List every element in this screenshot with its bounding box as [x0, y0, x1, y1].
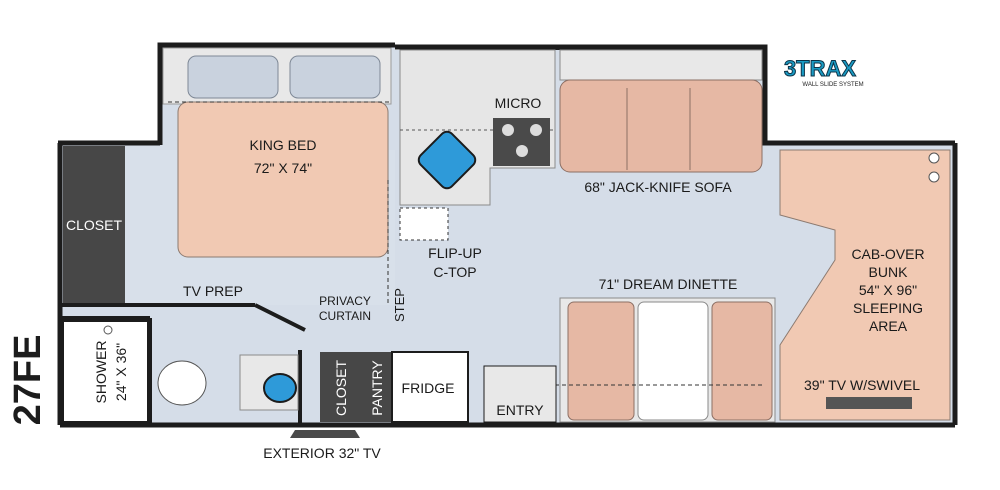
exterior-tv — [290, 430, 360, 438]
sofa-frame — [559, 49, 763, 81]
fridge — [391, 351, 469, 423]
tv-swivel — [826, 397, 912, 409]
exterior-tv-label: EXTERIOR 32" TV — [263, 445, 381, 461]
toilet-icon — [157, 360, 207, 406]
privacy-label: PRIVACY — [319, 294, 371, 308]
logo-text: 3TRAX — [784, 56, 856, 81]
micro-label: MICRO — [495, 95, 542, 111]
king-bed-size: 72" X 74" — [254, 160, 312, 176]
bunk-light-icon — [928, 171, 940, 183]
3trax-logo: 3TRAX WALL SLIDE SYSTEM — [783, 56, 863, 89]
king-bed-label: KING BED — [250, 137, 317, 153]
king-bed — [177, 101, 389, 258]
area-label: AREA — [869, 318, 908, 334]
burner-icon — [516, 145, 528, 157]
closet-mid — [320, 352, 362, 422]
bedroom-partition — [60, 303, 306, 425]
fridge-label: FRIDGE — [402, 380, 455, 396]
sofa-label: 68" JACK-KNIFE SOFA — [584, 179, 732, 195]
pantry — [362, 352, 392, 422]
entry-step — [483, 365, 557, 423]
shower-size: 24" X 36" — [113, 343, 129, 401]
closet-mid-label: CLOSET — [333, 360, 349, 416]
curtain-label: CURTAIN — [319, 309, 371, 323]
shower-drain-icon — [103, 325, 113, 335]
c-top-label: C-TOP — [433, 264, 476, 280]
sleeping-label: SLEEPING — [853, 300, 923, 316]
burner-icon — [502, 124, 514, 136]
flip-up-label: FLIP-UP — [428, 245, 482, 261]
tv-swivel-label: 39" TV W/SWIVEL — [804, 377, 920, 393]
dinette-seat-right — [711, 301, 773, 421]
outer-walls — [57, 42, 958, 428]
bunk-light-icon — [928, 152, 940, 164]
cab-over-bunk — [779, 149, 951, 421]
burner-icon — [530, 124, 542, 136]
entry-label: ENTRY — [496, 402, 544, 418]
cab-over-label: CAB-OVER — [851, 246, 924, 262]
shower — [62, 320, 149, 423]
jack-knife-sofa — [559, 79, 763, 173]
dinette-seat-left — [567, 301, 635, 421]
flip-up-c-top — [399, 207, 449, 241]
step-label: STEP — [392, 288, 407, 322]
shower-label: SHOWER — [93, 341, 109, 404]
pillow-left — [187, 55, 279, 99]
bunk-size: 54" X 96" — [859, 282, 917, 298]
closet-left-label: CLOSET — [66, 217, 122, 233]
dinette-label: 71" DREAM DINETTE — [599, 276, 738, 292]
tv-prep-label: TV PREP — [183, 283, 243, 299]
logo-sub: WALL SLIDE SYSTEM — [802, 82, 863, 88]
stovetop — [493, 118, 550, 166]
pantry-label: PANTRY — [369, 360, 385, 416]
pillow-right — [289, 55, 381, 99]
sink-icon — [417, 130, 477, 190]
model-name: 27FE — [7, 335, 49, 426]
bath-sink-icon — [263, 373, 297, 403]
bunk-label: BUNK — [869, 264, 909, 280]
dinette-table — [637, 301, 709, 421]
closet-left — [63, 146, 125, 303]
